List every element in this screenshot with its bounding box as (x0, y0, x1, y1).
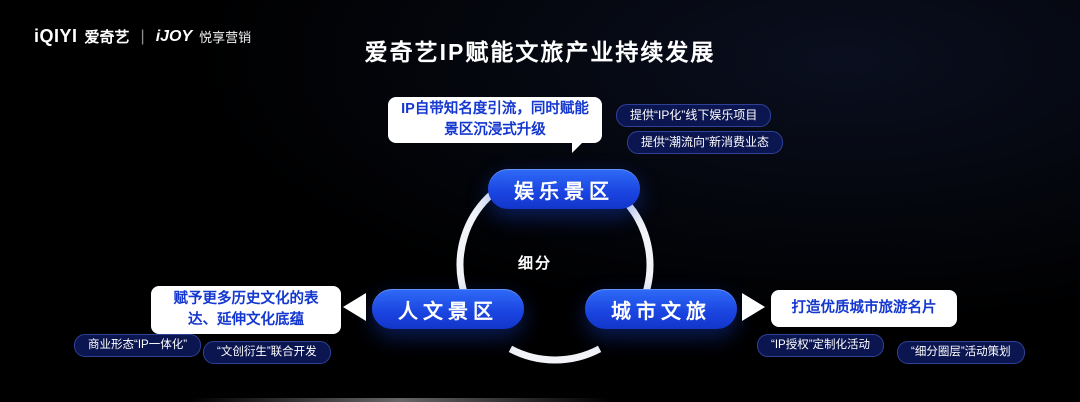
tag-ip-integration: 商业形态“IP一体化” (74, 334, 202, 357)
node-entertainment-area: 娱乐景区 (488, 169, 640, 209)
ijoy-logo-cn: 悦享营销 (199, 30, 252, 45)
iqiyi-logo: iQIYI (34, 26, 78, 46)
tag-segment-event-planning: “细分圈层”活动策划 (897, 341, 1025, 364)
callout-top-line2: 景区沉浸式升级 (444, 122, 546, 138)
callout-right: 打造优质城市旅游名片 (771, 290, 957, 327)
tag-new-consumption: 提供“潮流向”新消费业态 (627, 131, 783, 154)
callout-tail-icon (572, 141, 584, 153)
node-city-tourism: 城市文旅 (585, 289, 737, 329)
ijoy-logo: iJOY (155, 27, 193, 45)
center-label: 细分 (517, 255, 552, 272)
callout-top-line1: IP自带知名度引流，同时赋能 (401, 101, 589, 117)
callout-left-line2: 达、延伸文化底蕴 (188, 312, 304, 328)
logo-divider: | (140, 27, 145, 45)
callout-left: 赋予更多历史文化的表 达、延伸文化底蕴 (151, 286, 341, 334)
iqiyi-logo-cn: 爱奇艺 (84, 29, 130, 46)
arrow-right-icon (742, 293, 765, 321)
cycle-arc-bottom (508, 345, 602, 364)
bottom-edge-glow (190, 398, 610, 402)
tag-ip-license-events: “IP授权”定制化活动 (757, 334, 885, 357)
callout-right-line1: 打造优质城市旅游名片 (791, 300, 937, 316)
node-humanistic-area: 人文景区 (372, 289, 524, 329)
tag-offline-entertainment: 提供“IP化”线下娱乐项目 (616, 104, 772, 127)
brand-logo: iQIYI 爱奇艺 | iJOY 悦享营销 (34, 26, 251, 47)
callout-top: IP自带知名度引流，同时赋能 景区沉浸式升级 (388, 97, 602, 143)
callout-left-line1: 赋予更多历史文化的表 (173, 291, 319, 307)
tag-cultural-codev: “文创衍生”联合开发 (203, 341, 331, 364)
page-title: 爱奇艺IP赋能文旅产业持续发展 (364, 39, 716, 65)
arrow-left-icon (343, 293, 366, 321)
